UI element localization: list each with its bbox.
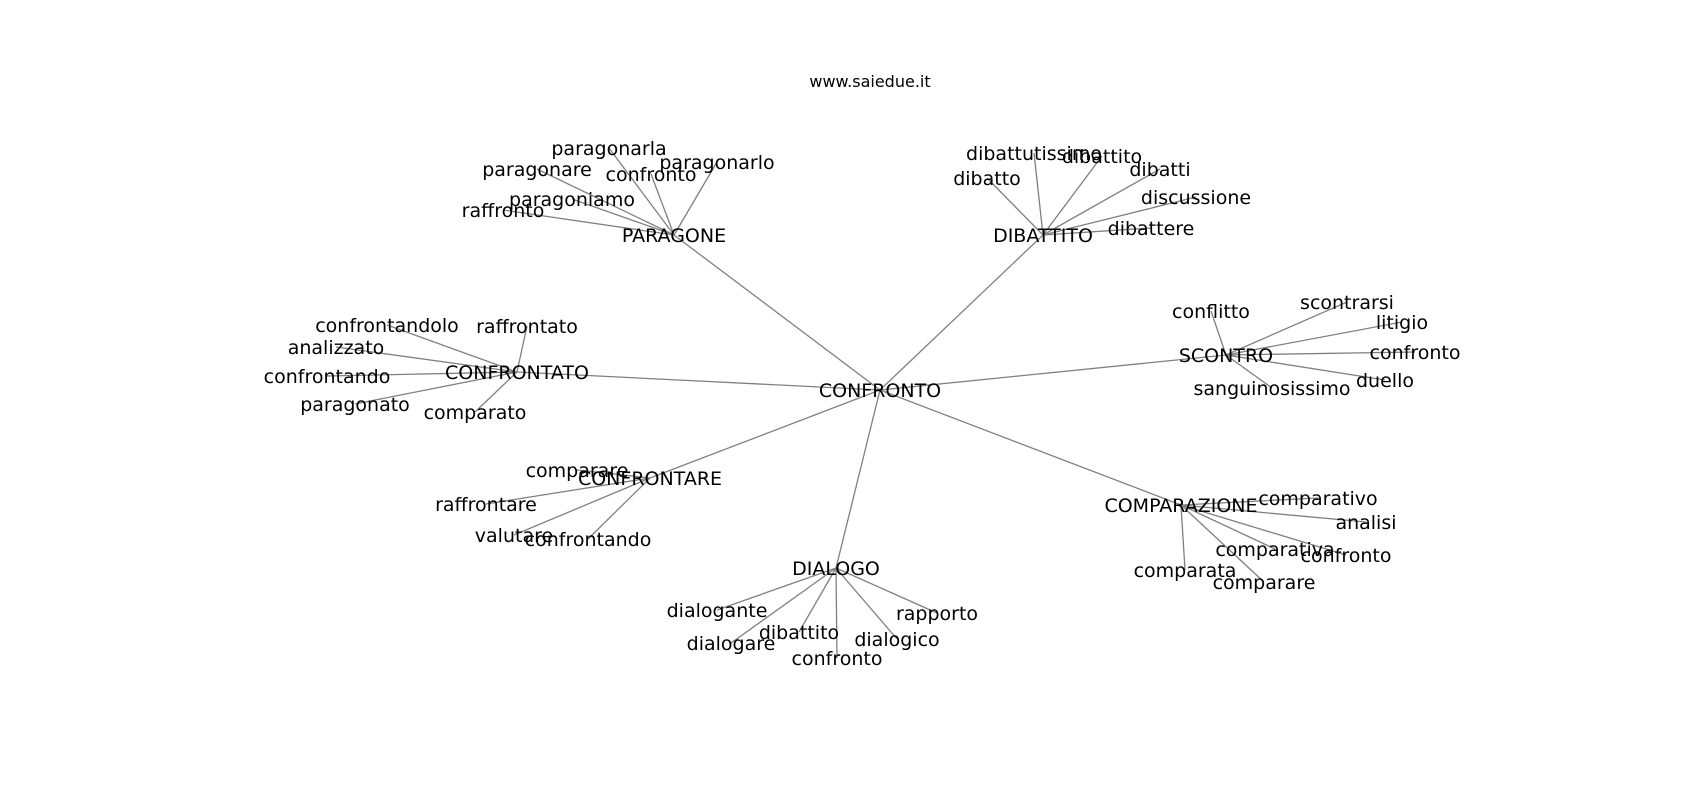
edge-hub-leaf [730,567,837,644]
edge-root-hub [879,234,1044,391]
leaf-node-label: dibatto [953,168,1021,190]
leaf-node-label: valutare [475,525,553,547]
hub-node-label: CONFRONTARE [578,468,722,490]
leaf-node-label: comparato [424,402,527,424]
edge-hub-leaf [1225,351,1416,356]
edge-hub-leaf [835,567,838,659]
leaf-node-label: scontrarsi [1300,292,1394,314]
edge-hub-leaf [536,168,675,236]
leaf-node-label: comparativo [1258,488,1377,510]
edge-hub-leaf [716,567,837,611]
leaf-node-label: paragonare [482,159,592,181]
edge-hub-leaf [608,147,675,236]
edge-hub-leaf [835,567,938,614]
edge-hub-leaf [835,567,898,640]
hub-node-label: COMPARAZIONE [1104,495,1257,517]
leaf-node-label: confronto [1301,545,1392,567]
edge-root-hub [879,389,1182,506]
edge-layer [326,147,1416,659]
edge-hub-leaf [335,346,518,373]
edge-hub-leaf [1042,168,1161,236]
edge-hub-leaf [571,198,675,236]
leaf-node-label: confrontando [264,366,391,388]
leaf-node-label: dibatti [1129,159,1190,181]
edge-hub-leaf [474,371,518,413]
hub-node-label: CONFRONTATO [445,362,589,384]
leaf-node-label: analisi [1335,512,1396,534]
leaf-node-label: dibattito [759,622,839,644]
edge-hub-leaf [1033,152,1044,236]
leaf-node-label: rapporto [896,603,978,625]
leaf-node-label: dialogare [687,633,776,655]
edge-hub-leaf [798,567,837,633]
edge-hub-leaf [673,161,718,236]
edge-hub-leaf [1225,321,1403,356]
leaf-node-label: dibattere [1108,218,1195,240]
edge-hub-leaf [1225,301,1348,356]
edge-root-hub [516,371,881,391]
edge-hub-leaf [502,209,675,236]
leaf-node-label: analizzato [288,337,385,359]
leaf-node-label: comparare [1213,572,1316,594]
leaf-node-label: litigio [1376,312,1428,334]
leaf-node-label: confronto [606,164,697,186]
leaf-node-label: duello [1356,370,1414,392]
edge-root-hub [673,234,881,391]
edge-hub-leaf [485,477,651,505]
leaf-node-label: confronto [792,648,883,670]
leaf-node-label: comparare [526,460,629,482]
edge-hub-leaf [326,371,518,377]
edge-root-hub [835,389,881,569]
leaf-node-label: confrontando [525,529,652,551]
leaf-node-label: dibattutissimo [966,143,1102,165]
leaf-node-label: sanguinosissimo [1193,378,1350,400]
edge-hub-leaf [1210,310,1227,356]
leaf-node-label: comparata [1134,560,1237,582]
edge-hub-leaf [1180,504,1265,583]
edge-hub-leaf [1042,155,1103,236]
leaf-node-label: raffrontato [476,316,578,338]
edge-hub-leaf [650,173,675,236]
leaf-node-label: paragonarla [551,138,666,160]
edge-hub-leaf [587,477,651,540]
edge-root-hub [649,389,881,479]
edge-hub-leaf [1180,504,1367,523]
leaf-node-label: dialogante [667,600,768,622]
edge-hub-leaf [354,371,518,405]
edge-hub-leaf [513,477,651,536]
edge-hub-leaf [516,325,528,373]
hub-node-label: SCONTRO [1179,345,1273,367]
edge-hub-leaf [1180,504,1186,571]
edge-hub-leaf [576,469,651,479]
leaf-node-label: dialogico [854,629,939,651]
leaf-node-label: confrontandolo [315,315,459,337]
leaf-node-label: conflitto [1172,301,1250,323]
edge-hub-leaf [1225,354,1386,381]
edge-hub-leaf [386,324,518,373]
edge-root-hub [879,354,1227,391]
leaf-node-label: comparativa [1215,539,1334,561]
edge-hub-leaf [1042,196,1197,236]
hub-node-label: PARAGONE [622,225,726,247]
leaf-node-label: confronto [1370,342,1461,364]
edge-hub-leaf [1180,497,1319,506]
hub-node-label: DIBATTITO [993,225,1093,247]
site-title: www.saiedue.it [809,72,930,91]
leaf-node-label: paragoniamo [509,189,635,211]
leaf-node-label: paragonato [300,394,410,416]
root-node-label: CONFRONTO [819,380,941,402]
leaf-node-label: raffronto [462,200,545,222]
leaf-node-label: raffrontare [435,494,537,516]
edge-hub-leaf [1042,227,1152,236]
leaf-node-label: paragonarlo [659,152,774,174]
edge-hub-leaf [1180,504,1276,550]
edge-hub-leaf [1225,354,1273,389]
leaf-node-label: dibattito [1062,146,1142,168]
hub-node-label: DIALOGO [792,558,880,580]
edge-hub-leaf [1180,504,1347,556]
leaf-node-label: discussione [1141,187,1251,209]
edge-hub-leaf [986,177,1044,236]
